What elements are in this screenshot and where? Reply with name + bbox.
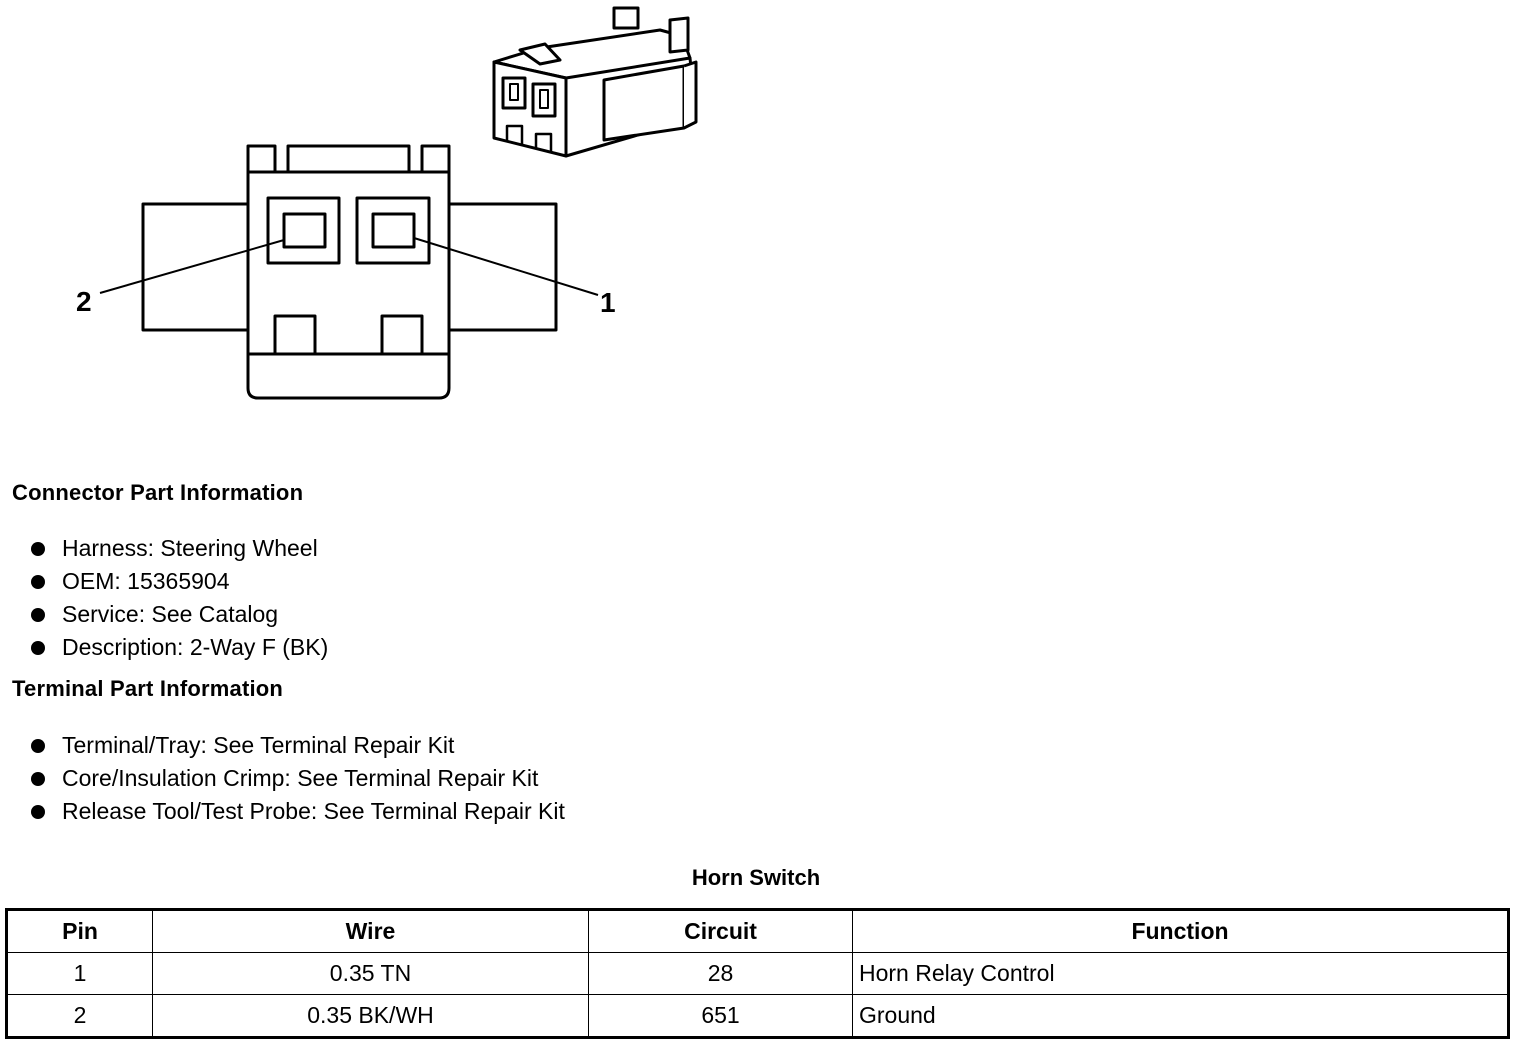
list-item: Harness: Steering Wheel bbox=[30, 534, 328, 567]
connector-3d-view bbox=[492, 6, 698, 158]
bullet-icon bbox=[31, 739, 45, 753]
bullet-icon bbox=[31, 641, 45, 655]
lock-right bbox=[380, 314, 424, 354]
terminal-info-heading: Terminal Part Information bbox=[12, 676, 284, 701]
terminal-info-list: Terminal/Tray: See Terminal Repair Kit C… bbox=[30, 731, 565, 830]
connector-info-heading: Connector Part Information bbox=[12, 480, 304, 505]
list-item: OEM: 15365904 bbox=[30, 567, 328, 600]
bullet-icon bbox=[31, 575, 45, 589]
connector-body bbox=[246, 170, 451, 400]
table-row: 2 0.35 BK/WH 651 Ground bbox=[6, 994, 1509, 1038]
list-item: Description: 2-Way F (BK) bbox=[30, 633, 328, 666]
cavity-2-terminal bbox=[282, 212, 327, 249]
pinout-table: Pin Wire Circuit Function 1 0.35 TN 28 H… bbox=[5, 908, 1510, 1039]
cell-pin: 2 bbox=[6, 994, 153, 1038]
connector-left-wing bbox=[141, 202, 251, 332]
list-item: Service: See Catalog bbox=[30, 600, 328, 633]
column-header-wire: Wire bbox=[152, 909, 589, 953]
cavity-1-terminal bbox=[371, 212, 416, 249]
column-header-pin: Pin bbox=[6, 909, 153, 953]
connector-top-tab-left bbox=[246, 144, 277, 174]
lock-left bbox=[273, 314, 317, 354]
table-header-row: Pin Wire Circuit Function bbox=[6, 909, 1509, 953]
connector-top-tab-right bbox=[420, 144, 451, 174]
list-item: Terminal/Tray: See Terminal Repair Kit bbox=[30, 731, 565, 764]
cell-function: Horn Relay Control bbox=[852, 952, 1509, 995]
connector-top-tab-center bbox=[286, 144, 411, 174]
cell-circuit: 28 bbox=[588, 952, 853, 995]
cell-wire: 0.35 TN bbox=[152, 952, 589, 995]
bullet-icon bbox=[31, 542, 45, 556]
cell-wire: 0.35 BK/WH bbox=[152, 994, 589, 1038]
cell-function: Ground bbox=[852, 994, 1509, 1038]
pin-label-1: 1 bbox=[600, 287, 616, 318]
cavity-2-frame bbox=[266, 196, 341, 265]
cell-circuit: 651 bbox=[588, 994, 853, 1038]
bullet-icon bbox=[31, 805, 45, 819]
list-item: Core/Insulation Crimp: See Terminal Repa… bbox=[30, 764, 565, 797]
cell-pin: 1 bbox=[6, 952, 153, 995]
column-header-circuit: Circuit bbox=[588, 909, 853, 953]
column-header-function: Function bbox=[852, 909, 1509, 953]
pin-label-2: 2 bbox=[76, 286, 92, 317]
connector-diagram: 2 1 bbox=[76, 6, 698, 400]
table-caption: Horn Switch bbox=[691, 865, 821, 890]
cavity-1-frame bbox=[355, 196, 431, 265]
bullet-icon bbox=[31, 608, 45, 622]
bullet-icon bbox=[31, 772, 45, 786]
connector-info-list: Harness: Steering Wheel OEM: 15365904 Se… bbox=[30, 534, 328, 666]
table-row: 1 0.35 TN 28 Horn Relay Control bbox=[6, 952, 1509, 995]
connector-right-wing bbox=[447, 202, 558, 332]
list-item: Release Tool/Test Probe: See Terminal Re… bbox=[30, 797, 565, 830]
